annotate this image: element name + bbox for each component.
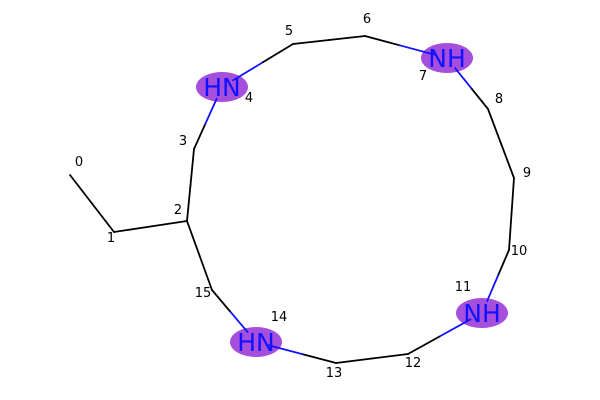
atom-index-15: 15: [195, 286, 212, 301]
bond-1-2-a: [113, 225, 152, 233]
atom-label-layer: HN NH NH HN: [203, 44, 501, 357]
bond-6-7-b: [398, 44, 436, 56]
atom-index-3: 3: [179, 134, 187, 149]
bond-7-8-a: [454, 67, 473, 90]
atom-11-label: NH: [463, 299, 501, 328]
atom-index-2: 2: [174, 203, 182, 218]
highlight-layer: [196, 43, 508, 357]
bond-8-9-b: [500, 142, 515, 179]
bond-5-6-b: [328, 35, 366, 41]
atom-7-label: NH: [428, 44, 466, 73]
atom-index-13: 13: [326, 366, 343, 381]
bond-15-2-b: [186, 220, 201, 257]
bond-2-3-a: [186, 184, 192, 222]
atom-index-5: 5: [285, 24, 293, 39]
bond-14-15-a: [228, 310, 249, 333]
bond-11-12-b: [407, 335, 441, 355]
bond-13-14-b: [267, 344, 304, 356]
atom-index-10: 10: [511, 244, 528, 259]
bond-14-15-b: [211, 289, 231, 312]
bond-8-9-a: [487, 108, 502, 145]
bond-6-7-a: [364, 35, 401, 47]
bond-10-11-a: [497, 249, 510, 277]
bond-3-4-a: [193, 123, 207, 150]
bond-9-10-a: [510, 177, 515, 215]
bond-0-1-b: [91, 202, 115, 233]
bond-3-4-b: [204, 97, 218, 125]
bond-4-5-a: [232, 61, 264, 82]
atom-index-9: 9: [523, 166, 531, 181]
bond-10-11-b: [486, 274, 499, 302]
bond-13-14-a: [301, 353, 337, 364]
bond-1-2-b: [149, 220, 188, 228]
bond-15-2-a: [198, 254, 213, 291]
atom-index-0: 0: [75, 155, 83, 170]
bond-12-13-b: [335, 357, 373, 364]
atom-4-label: HN: [203, 73, 241, 102]
bond-layer: [69, 35, 515, 364]
atom-index-4: 4: [245, 91, 253, 106]
atom-index-8: 8: [495, 92, 503, 107]
atom-index-6: 6: [363, 12, 371, 27]
atom-index-12: 12: [405, 356, 422, 371]
bond-5-6-a: [292, 39, 330, 45]
bond-12-13-a: [371, 353, 409, 360]
atom-14-highlight: [230, 327, 282, 357]
atom-14-label: HN: [237, 328, 275, 357]
atom-index-14: 14: [271, 310, 288, 325]
bond-0-1-a: [69, 174, 93, 205]
bond-4-5-b: [262, 43, 294, 64]
bond-7-8-b: [470, 87, 489, 110]
bond-9-10-b: [508, 213, 513, 251]
bond-2-3-b: [189, 148, 195, 186]
atom-index-1: 1: [107, 231, 115, 246]
atom-index-7: 7: [419, 69, 427, 84]
bond-11-12-a: [438, 318, 472, 338]
atom-7-highlight: [421, 43, 473, 73]
atom-index-11: 11: [455, 280, 472, 295]
